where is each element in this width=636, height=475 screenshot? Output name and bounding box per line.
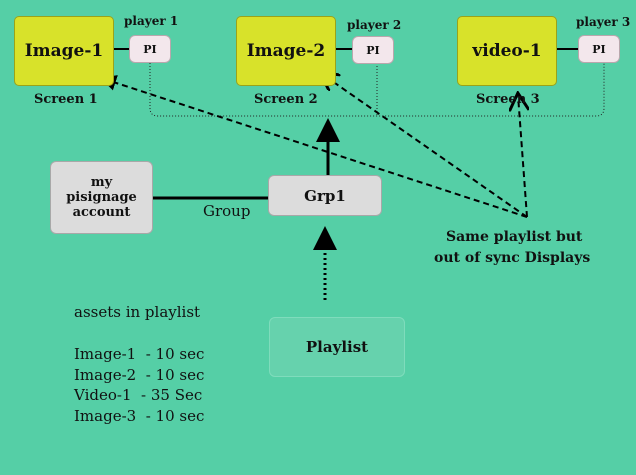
- player-2-pi: PI: [352, 36, 394, 64]
- screen-3-content: video-1: [472, 41, 542, 61]
- account-line-1: my: [90, 175, 113, 190]
- playlist-name: Playlist: [305, 338, 369, 356]
- account-line-3: account: [72, 205, 131, 220]
- assets-title: assets in playlist: [74, 303, 201, 321]
- account-line-2: pisignage: [66, 190, 137, 205]
- screen-1-label: Screen 1: [34, 92, 98, 107]
- player-3-pi: PI: [578, 35, 620, 63]
- asset-item: Image-1 - 10 sec: [74, 345, 205, 363]
- group-connector-label: Group: [203, 202, 251, 220]
- asset-item: Image-3 - 10 sec: [74, 407, 205, 425]
- player-2-label: player 2: [347, 18, 402, 32]
- player-1-label: player 1: [124, 14, 179, 28]
- player-1-pi: PI: [129, 35, 171, 63]
- sync-note-line-2: out of sync Displays: [434, 250, 591, 266]
- asset-item: Video-1 - 35 Sec: [74, 386, 203, 404]
- screen-1-content: Image-1: [24, 41, 104, 61]
- screen-3-display: video-1: [457, 16, 557, 86]
- sync-note-line-1: Same playlist but: [446, 229, 583, 245]
- pisignage-account-box: my pisignage account: [50, 161, 153, 234]
- screen-2-display: Image-2: [236, 16, 336, 86]
- player-3-pi-label: PI: [592, 42, 606, 56]
- player-1-pi-label: PI: [143, 42, 157, 56]
- player-2-pi-label: PI: [366, 43, 380, 57]
- screen-3-label: Screen 3: [476, 92, 540, 107]
- asset-item: Image-2 - 10 sec: [74, 366, 205, 384]
- screen-1-display: Image-1: [14, 16, 114, 86]
- group-name: Grp1: [304, 186, 346, 205]
- playlist-box: Playlist: [269, 317, 405, 377]
- player-3-label: player 3: [576, 15, 631, 29]
- screen-2-content: Image-2: [246, 41, 326, 61]
- screen-2-label: Screen 2: [254, 92, 318, 107]
- group-box: Grp1: [268, 175, 382, 216]
